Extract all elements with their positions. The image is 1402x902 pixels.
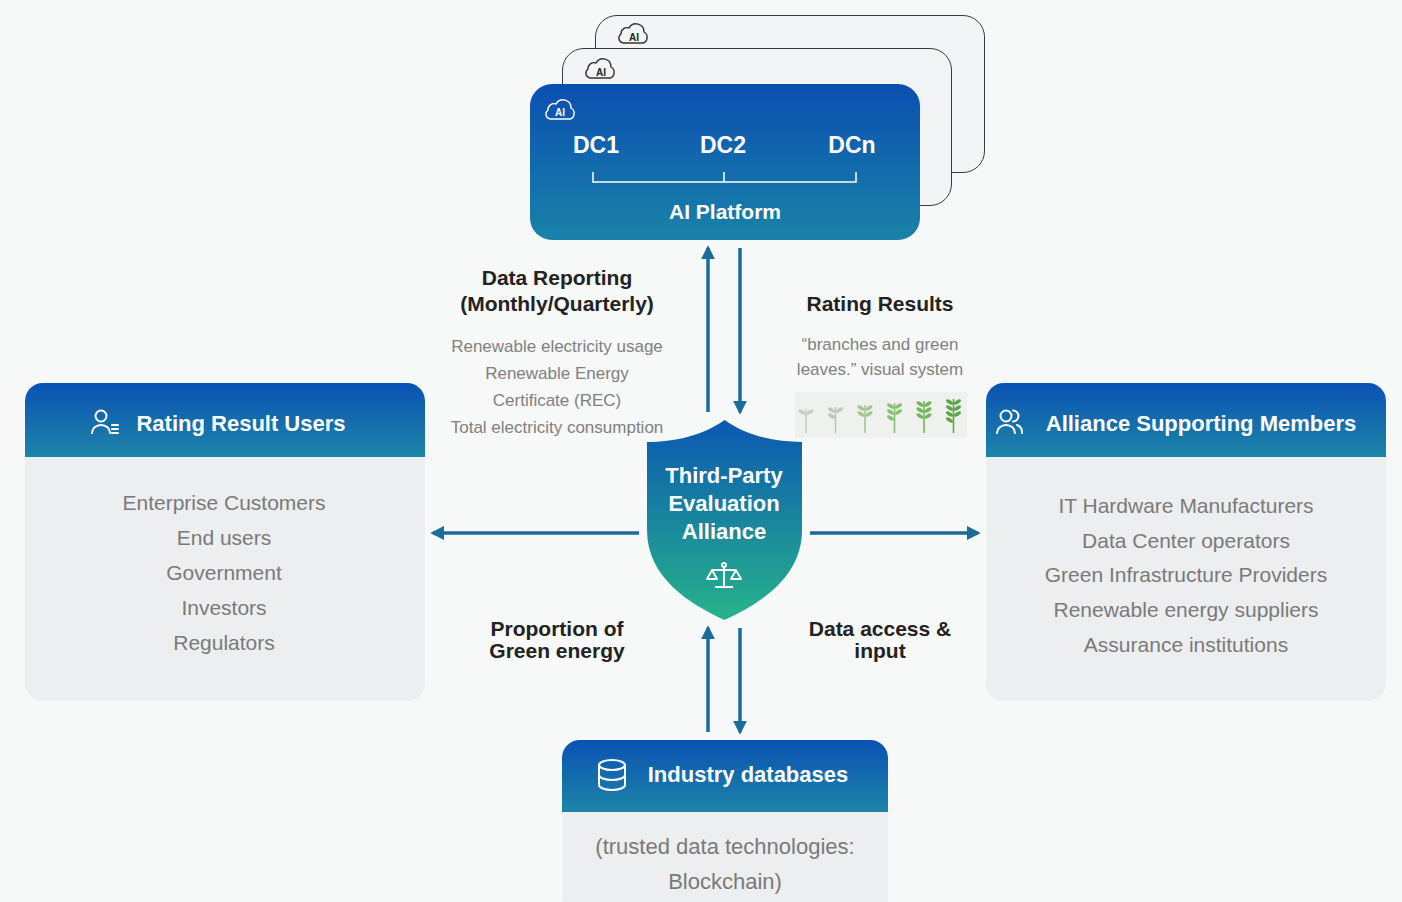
cloud-icon — [586, 59, 614, 78]
node-text: DC2 — [678, 131, 768, 159]
sprout-ground — [795, 392, 967, 438]
sprout-leaf — [916, 412, 925, 420]
sprout-leaf — [945, 398, 954, 406]
node-text: AI — [545, 107, 575, 119]
sprout — [916, 400, 933, 433]
list-item: End users — [34, 525, 414, 551]
flow-arrow — [738, 628, 742, 732]
list-item: Enterprise Customers — [34, 490, 414, 516]
supporting-members-panel: Alliance Supporting Members IT Hardware M… — [986, 383, 1386, 701]
list-item: Renewable energy suppliers — [996, 597, 1376, 623]
rating-users-panel: Rating Result UsersEnterprise CustomersE… — [25, 383, 425, 701]
annotation-text: “branches and green leaves.” visual syst… — [780, 332, 980, 382]
annotation-text: Renewable electricity usage — [417, 336, 697, 358]
sprout-stem — [923, 401, 925, 433]
list-item: Regulators — [34, 630, 414, 656]
sprout-leaf — [924, 400, 933, 408]
node-text: DC1 — [551, 131, 641, 159]
sprout-leaf — [886, 408, 895, 416]
sprout-leaf — [865, 410, 874, 418]
database-icon — [599, 760, 625, 790]
flow-arrow — [706, 628, 710, 732]
node-text: DCn — [807, 131, 897, 159]
sprout-leaf — [827, 412, 836, 420]
panel-heading: Industry databases — [623, 761, 873, 789]
sprout-leaf — [886, 414, 895, 422]
sprout-stem — [864, 405, 866, 433]
sprout-row — [798, 398, 962, 433]
flow-label: Data Reporting (Monthly/Quarterly) — [437, 265, 677, 317]
sprout-leaf — [894, 402, 903, 410]
sprout-leaf — [857, 410, 866, 418]
sprout-leaf — [953, 398, 962, 406]
sprout — [945, 398, 962, 433]
sprout-leaf — [865, 404, 874, 412]
sprout-leaf — [798, 408, 807, 416]
flow-arrow — [706, 248, 710, 412]
flow-arrow — [433, 531, 639, 535]
node-text: Third-Party Evaluation Alliance — [654, 462, 794, 546]
evaluation-shield: Third-Party Evaluation Alliance — [647, 420, 802, 620]
cloud-icons-back — [586, 24, 647, 78]
flow-arrow — [810, 531, 978, 535]
sprout-leaf — [806, 408, 815, 416]
sprout-leaf — [945, 416, 954, 424]
ai-platform-card: AI DC1 DC2 DCn AI Platform — [530, 84, 920, 240]
flow-label: Proportion of Green energy — [470, 618, 645, 662]
cloud-icon — [546, 100, 574, 119]
sprout — [827, 406, 844, 433]
list-item: IT Hardware Manufacturers — [996, 493, 1376, 519]
shield-shape — [647, 420, 802, 620]
list-item: Investors — [34, 595, 414, 621]
sprout-leaf — [857, 404, 866, 412]
sprout-leaf — [924, 412, 933, 420]
flow-label: Data access & input — [805, 618, 955, 662]
sprout — [798, 408, 815, 433]
node-text: AI — [619, 32, 649, 44]
group-icon — [997, 411, 1022, 434]
dc-bracket — [593, 172, 856, 182]
annotation-text: Renewable Energy Certificate (REC) — [457, 360, 657, 414]
sprout-stem — [894, 403, 896, 433]
sprout-leaf — [835, 406, 844, 414]
list-item: (trusted data technologies: Blockchain) — [570, 829, 880, 899]
annotation-text: Total electricity consumption — [417, 417, 697, 439]
sprout-leaf — [945, 410, 954, 418]
list-item: Data Center operators — [996, 528, 1376, 554]
node-text: AI Platform — [575, 199, 875, 225]
list-item: Government — [34, 560, 414, 586]
flow-label: Rating Results — [780, 291, 980, 317]
cloud-icon — [619, 24, 647, 43]
sprout-leaf — [945, 404, 954, 412]
sprout-stem — [953, 399, 955, 433]
sprout-leaf — [916, 400, 925, 408]
scale-icon — [707, 563, 741, 587]
sprout — [857, 404, 874, 433]
list-item: Assurance institutions — [996, 632, 1376, 658]
sprout-leaf — [924, 406, 933, 414]
flow-arrow — [738, 248, 742, 412]
node-text: AI — [586, 67, 616, 79]
sprout-leaf — [894, 408, 903, 416]
sprout-leaf — [827, 406, 836, 414]
sprout-stem — [835, 407, 837, 433]
panel-heading: Rating Result Users — [96, 410, 386, 438]
user-icon — [92, 411, 118, 434]
list-item: Green Infrastructure Providers — [996, 562, 1376, 588]
sprout-leaf — [886, 402, 895, 410]
industry-database-panel: Industry databases (trusted data technolo… — [562, 740, 888, 902]
sprout-leaf — [953, 404, 962, 412]
sprout-stem — [805, 409, 807, 433]
sprout-leaf — [916, 406, 925, 414]
sprout — [886, 402, 903, 433]
panel-heading: Alliance Supporting Members — [1029, 410, 1374, 438]
sprout-leaf — [953, 410, 962, 418]
